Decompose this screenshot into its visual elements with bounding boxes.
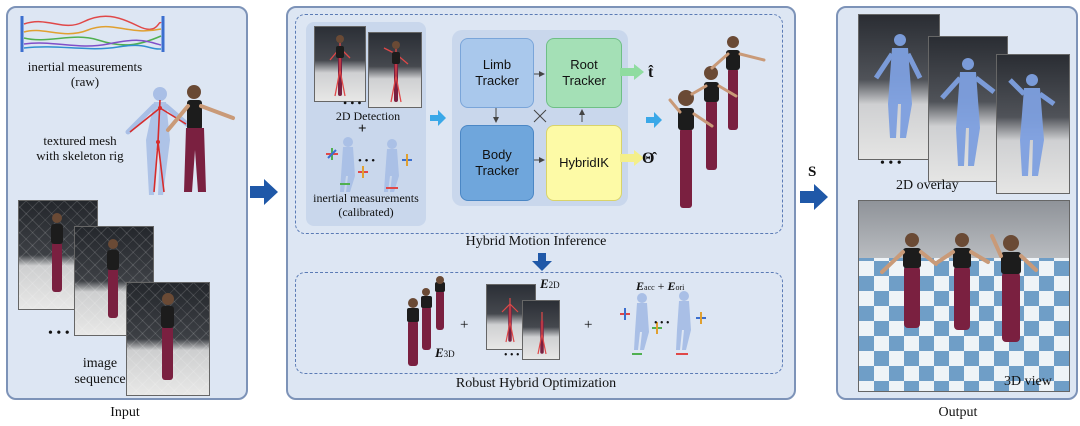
eacc-eori-term: Eacc + Eori — [636, 279, 685, 293]
body-tracker-box: Body Tracker — [460, 125, 534, 201]
hybridik-output-arrow — [620, 150, 644, 166]
skeleton-rig-figure — [125, 87, 191, 195]
calibrated-imu-label: inertial measurements (calibrated) — [313, 191, 419, 219]
opt-plus-1: + — [460, 317, 469, 333]
calibrated-ellipsis: • • • — [358, 155, 376, 167]
detection-ellipsis: • • • — [343, 96, 362, 110]
inference-to-optimization-arrow — [532, 253, 552, 271]
robust-hybrid-optimization-box — [295, 272, 783, 374]
robust-hybrid-optimization-title: Robust Hybrid Optimization — [455, 376, 617, 391]
view3d-figures — [880, 233, 1038, 342]
output-panel: • • • 2D overlay 3D view — [836, 6, 1078, 400]
input-panel: inertial measurements (raw) textured mes… — [6, 6, 248, 400]
e2d-ellipsis: • • • — [504, 350, 520, 361]
overlay-blue-mesh-figures — [873, 34, 1056, 176]
detection-to-trackers-arrow — [430, 110, 446, 126]
detection-skeleton-overlays — [329, 35, 409, 103]
textured-mesh-figures — [125, 85, 235, 195]
root-output-arrow — [620, 64, 644, 80]
e3d-term: E3D — [435, 345, 455, 360]
eacc-ellipsis: • • • — [654, 318, 670, 329]
inference-result-figures — [668, 36, 766, 208]
sequence-label: image sequence — [74, 356, 126, 388]
detection-plus: + — [358, 121, 367, 137]
e3d-figures — [407, 276, 445, 366]
input-to-inference-arrow — [250, 179, 278, 205]
hybrid-motion-inference-title: Hybrid Motion Inference — [465, 234, 607, 249]
hybrid-motion-inference-box — [295, 14, 783, 234]
imu-raw-label: inertial measurements (raw) — [27, 59, 143, 89]
input-caption: Input — [110, 405, 140, 420]
overlay-ellipsis: • • • — [880, 156, 902, 171]
theta-hat-label: Θ̂ — [642, 150, 655, 167]
opt-plus-2: + — [584, 317, 593, 333]
imu-raw-signal-plot — [20, 15, 165, 52]
view3d-label: 3D view — [1004, 374, 1052, 389]
output-caption: Output — [938, 405, 978, 420]
e2d-term: E2D — [540, 276, 560, 291]
root-tracker-box: Root Tracker — [546, 38, 622, 108]
eacc-eori-figures — [620, 291, 706, 355]
trackers-to-result-arrow — [646, 112, 662, 128]
sequence-person-figures — [51, 213, 174, 380]
calibrated-imu-figures — [326, 137, 412, 192]
sequence-ellipsis: • • • — [48, 326, 70, 341]
tracker-connections — [493, 71, 585, 163]
s-label: S — [808, 164, 817, 180]
overlay-label: 2D overlay — [896, 178, 959, 193]
textured-mesh-person — [166, 85, 235, 192]
limb-tracker-box: Limb Tracker — [460, 38, 534, 108]
hybridik-box: HybridIK — [546, 125, 622, 201]
t-hat-label: t̂ — [648, 64, 654, 81]
inference-to-output-arrow — [800, 184, 828, 210]
e2d-skeleton-overlays — [501, 298, 547, 355]
detection-label: 2D Detection — [335, 109, 401, 123]
mesh-label: textured mesh with skeleton rig — [36, 133, 124, 163]
